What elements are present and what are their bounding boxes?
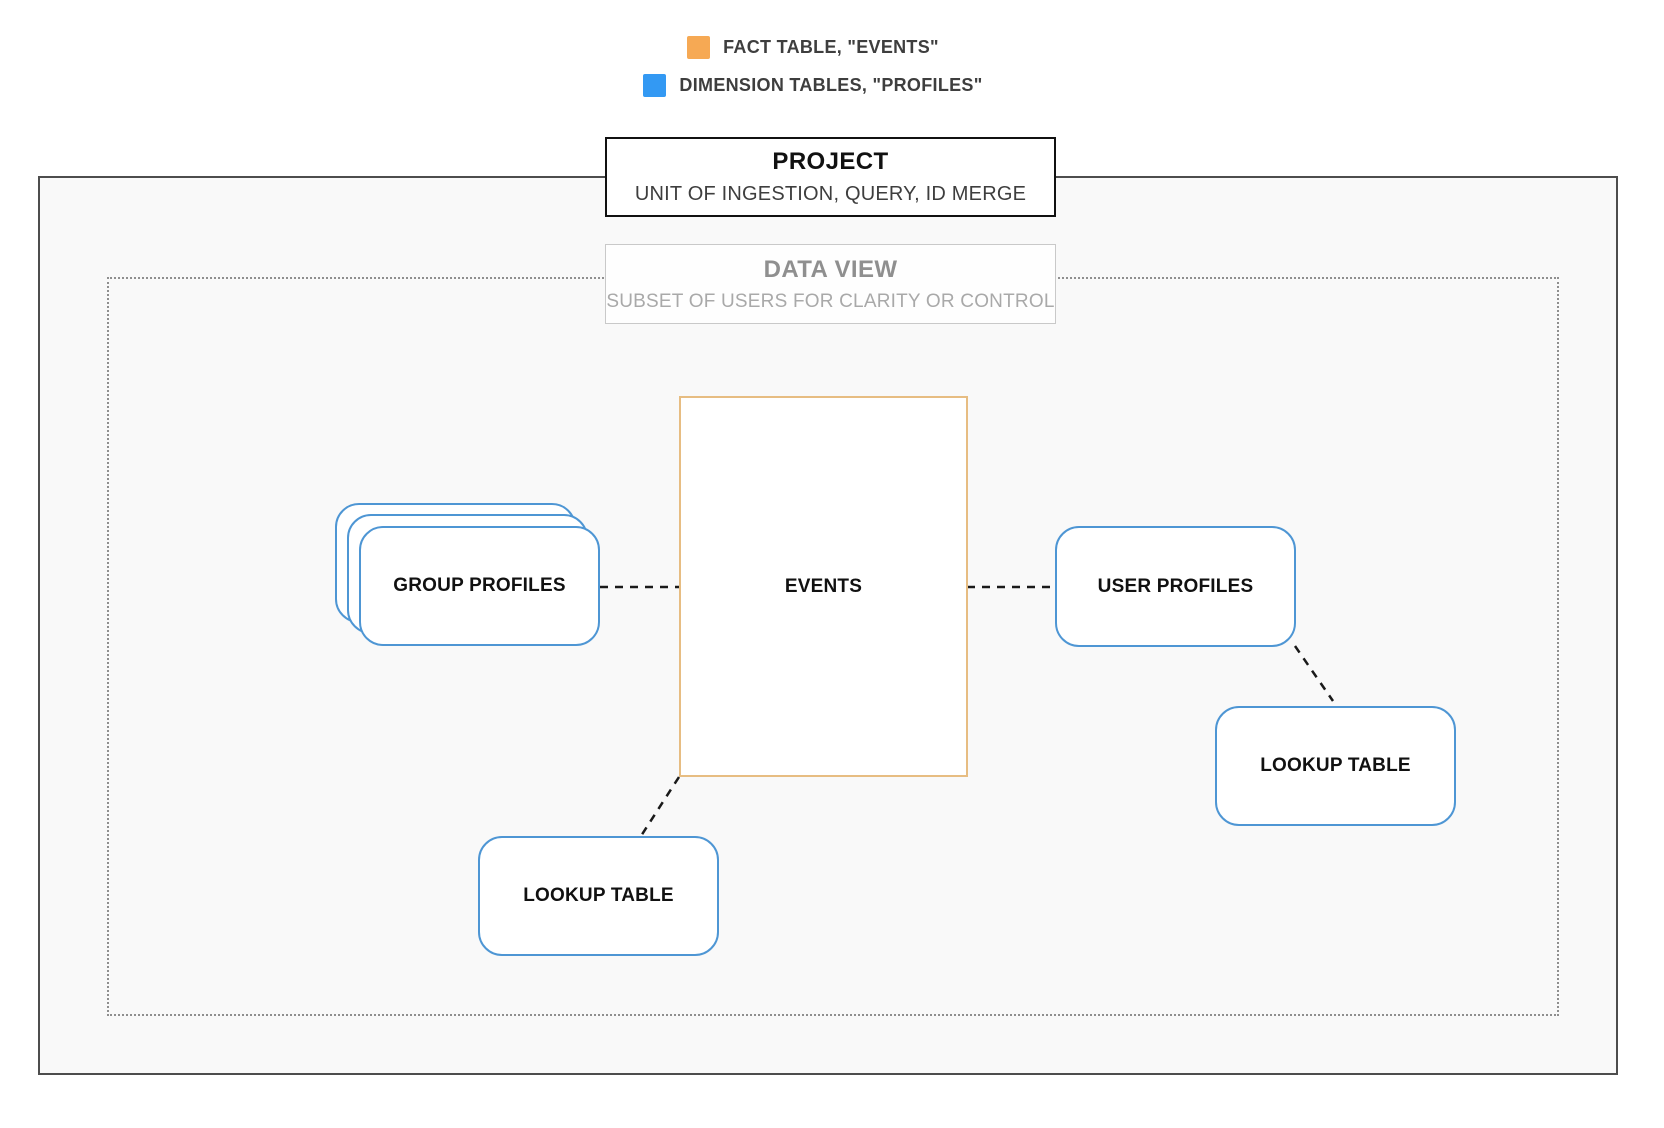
node-events-label: EVENTS [784,575,863,597]
legend: FACT TABLE, "EVENTS" DIMENSION TABLES, "… [0,36,1645,112]
node-lookup-table-left-label: LOOKUP TABLE [523,885,674,906]
legend-label-dimension-tables: DIMENSION TABLES, "PROFILES" [679,75,983,95]
node-events[interactable]: EVENTS [679,396,968,777]
node-user-profiles-label: USER PROFILES [1097,575,1254,597]
project-title: PROJECT [772,148,889,175]
edge-user-profiles-lookup-table [1293,645,1335,702]
node-lookup-table-left[interactable]: LOOKUP TABLE [478,836,719,956]
legend-label-fact-table: FACT TABLE, "EVENTS" [723,37,939,57]
edge-events-lookup-table [639,776,681,837]
node-lookup-table-right[interactable]: LOOKUP TABLE [1215,706,1456,826]
project-label-box: PROJECT UNIT OF INGESTION, QUERY, ID MER… [605,137,1056,217]
data-view-subtitle: SUBSET OF USERS FOR CLARITY OR CONTROL [606,290,1055,312]
group-profiles-stack-front[interactable]: GROUP PROFILES [359,526,600,646]
data-view-title: DATA VIEW [763,255,898,283]
fact-table-swatch-icon [687,36,711,59]
data-view-label-box: DATA VIEW SUBSET OF USERS FOR CLARITY OR… [605,244,1056,324]
legend-item-fact-table: FACT TABLE, "EVENTS" [687,36,939,59]
node-lookup-table-right-label: LOOKUP TABLE [1260,755,1411,776]
legend-item-dimension-tables: DIMENSION TABLES, "PROFILES" [643,74,982,97]
dimension-tables-swatch-icon [643,74,667,97]
node-user-profiles[interactable]: USER PROFILES [1055,526,1296,647]
node-group-profiles-label: GROUP PROFILES [393,575,566,596]
project-subtitle: UNIT OF INGESTION, QUERY, ID MERGE [634,183,1027,205]
